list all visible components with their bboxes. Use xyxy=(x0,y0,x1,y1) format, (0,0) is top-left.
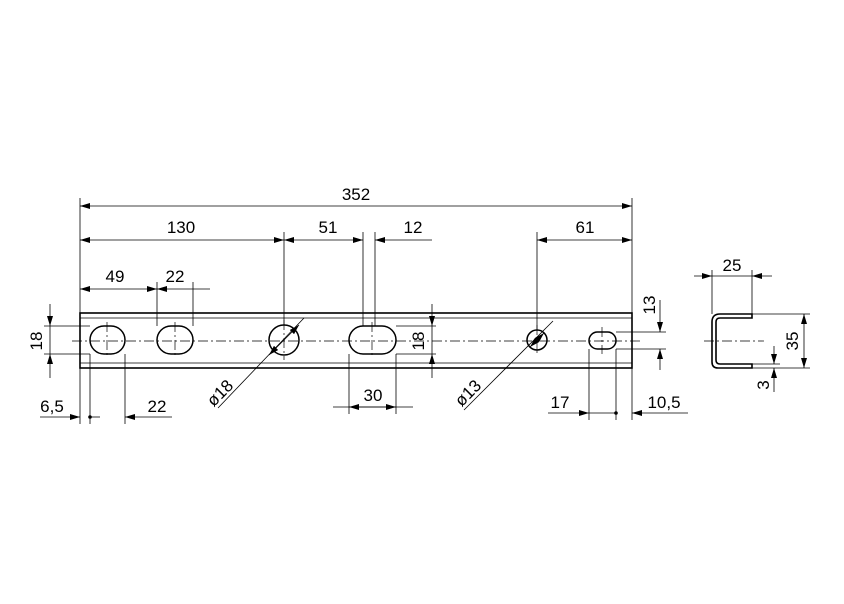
slot-3 xyxy=(348,325,397,355)
dim-51: 51 xyxy=(319,218,338,237)
top-dimensions: 352 130 51 12 61 49 22 xyxy=(79,185,633,330)
dim-dia-13: ø13 xyxy=(451,376,485,410)
dim-overall-length: 352 xyxy=(342,185,370,204)
dim-22-top: 22 xyxy=(166,267,185,286)
dim-6-5: 6,5 xyxy=(40,397,64,416)
rail-outline xyxy=(79,312,633,369)
dim-49: 49 xyxy=(106,267,125,286)
dim-18-left: 18 xyxy=(27,332,46,351)
slot-1 xyxy=(89,325,126,355)
bottom-dimensions: 6,5 22 30 17 10,5 xyxy=(40,349,688,424)
rail-profile-view: 25 35 3 xyxy=(694,256,810,392)
dim-profile-height: 35 xyxy=(783,332,802,351)
dim-profile-lip: 3 xyxy=(754,380,773,389)
dim-22-bottom: 22 xyxy=(148,397,167,416)
dim-61: 61 xyxy=(576,218,595,237)
dim-10-5: 10,5 xyxy=(647,393,680,412)
dim-12: 12 xyxy=(404,218,423,237)
dim-18-right: 18 xyxy=(409,332,428,351)
dim-130: 130 xyxy=(167,218,195,237)
dim-30: 30 xyxy=(364,386,383,405)
dim-dia-18: ø18 xyxy=(203,376,237,410)
dim-17: 17 xyxy=(551,393,570,412)
dim-profile-width: 25 xyxy=(723,256,742,275)
height-dimensions: 18 18 13 xyxy=(27,296,666,378)
slot-4 xyxy=(588,331,617,350)
dim-13: 13 xyxy=(640,296,659,315)
